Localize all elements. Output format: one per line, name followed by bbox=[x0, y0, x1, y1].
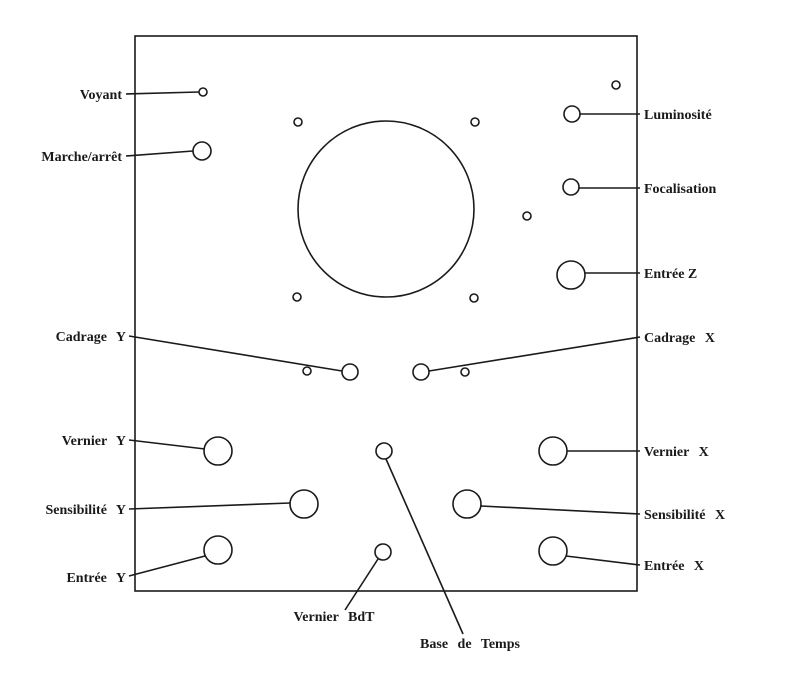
vernier-bdt-knob[interactable] bbox=[374, 543, 392, 561]
sensibilite-y-knob[interactable] bbox=[289, 489, 319, 519]
cadrage-x-knob[interactable] bbox=[412, 363, 430, 381]
label-entree-y: Entrée Y bbox=[66, 571, 126, 586]
label-base-de-temps: Base de Temps bbox=[420, 637, 520, 652]
leader-vernier-bdt bbox=[344, 558, 379, 611]
label-vernier-y: Vernier Y bbox=[62, 434, 126, 449]
voyant-indicator[interactable] bbox=[198, 87, 208, 97]
label-sensibilite-x: Sensibilité X bbox=[644, 508, 725, 523]
label-marche-arret: Marche/arrêt bbox=[41, 150, 122, 165]
leader-vernier-y bbox=[128, 439, 206, 450]
leader-cadrage-y bbox=[128, 335, 343, 372]
sensibilite-x-knob[interactable] bbox=[452, 489, 482, 519]
marche-arret-switch[interactable] bbox=[192, 141, 212, 161]
leader-marche-arret bbox=[125, 150, 194, 157]
front-panel bbox=[134, 35, 638, 592]
leader-base-de-temps bbox=[385, 458, 464, 635]
leader-cadrage-x bbox=[428, 336, 641, 372]
base-de-temps-knob[interactable] bbox=[375, 442, 393, 460]
leader-entree-x bbox=[565, 555, 641, 566]
crt-screen bbox=[297, 120, 475, 298]
label-entree-x: Entrée X bbox=[644, 559, 704, 574]
luminosite-knob[interactable] bbox=[563, 105, 581, 123]
screen-screw-top-right bbox=[470, 117, 480, 127]
label-cadrage-y: Cadrage Y bbox=[56, 330, 126, 345]
focalisation-knob[interactable] bbox=[562, 178, 580, 196]
cadrage-y-screw bbox=[302, 366, 312, 376]
leader-voyant bbox=[125, 91, 200, 95]
label-luminosite: Luminosité bbox=[644, 108, 712, 123]
vernier-x-knob[interactable] bbox=[538, 436, 568, 466]
leader-sensibilite-x bbox=[480, 505, 641, 515]
label-sensibilite-y: Sensibilité Y bbox=[45, 503, 126, 518]
label-vernier-bdt: Vernier BdT bbox=[293, 610, 375, 625]
label-cadrage-x: Cadrage X bbox=[644, 331, 715, 346]
label-entree-z: Entrée Z bbox=[644, 267, 697, 282]
leader-entree-y bbox=[128, 555, 206, 577]
entree-x-connector[interactable] bbox=[538, 536, 568, 566]
label-voyant: Voyant bbox=[80, 88, 123, 103]
leader-sensibilite-y bbox=[128, 502, 291, 510]
panel-screw-right bbox=[522, 211, 532, 221]
screen-screw-top-left bbox=[293, 117, 303, 127]
entree-y-connector[interactable] bbox=[203, 535, 233, 565]
panel-screw-top-right bbox=[611, 80, 621, 90]
label-focalisation: Focalisation bbox=[644, 182, 717, 197]
entree-z-connector[interactable] bbox=[556, 260, 586, 290]
cadrage-x-screw bbox=[460, 367, 470, 377]
vernier-y-knob[interactable] bbox=[203, 436, 233, 466]
screen-screw-bottom-left bbox=[292, 292, 302, 302]
cadrage-y-knob[interactable] bbox=[341, 363, 359, 381]
label-vernier-x: Vernier X bbox=[644, 445, 709, 460]
screen-screw-bottom-right bbox=[469, 293, 479, 303]
